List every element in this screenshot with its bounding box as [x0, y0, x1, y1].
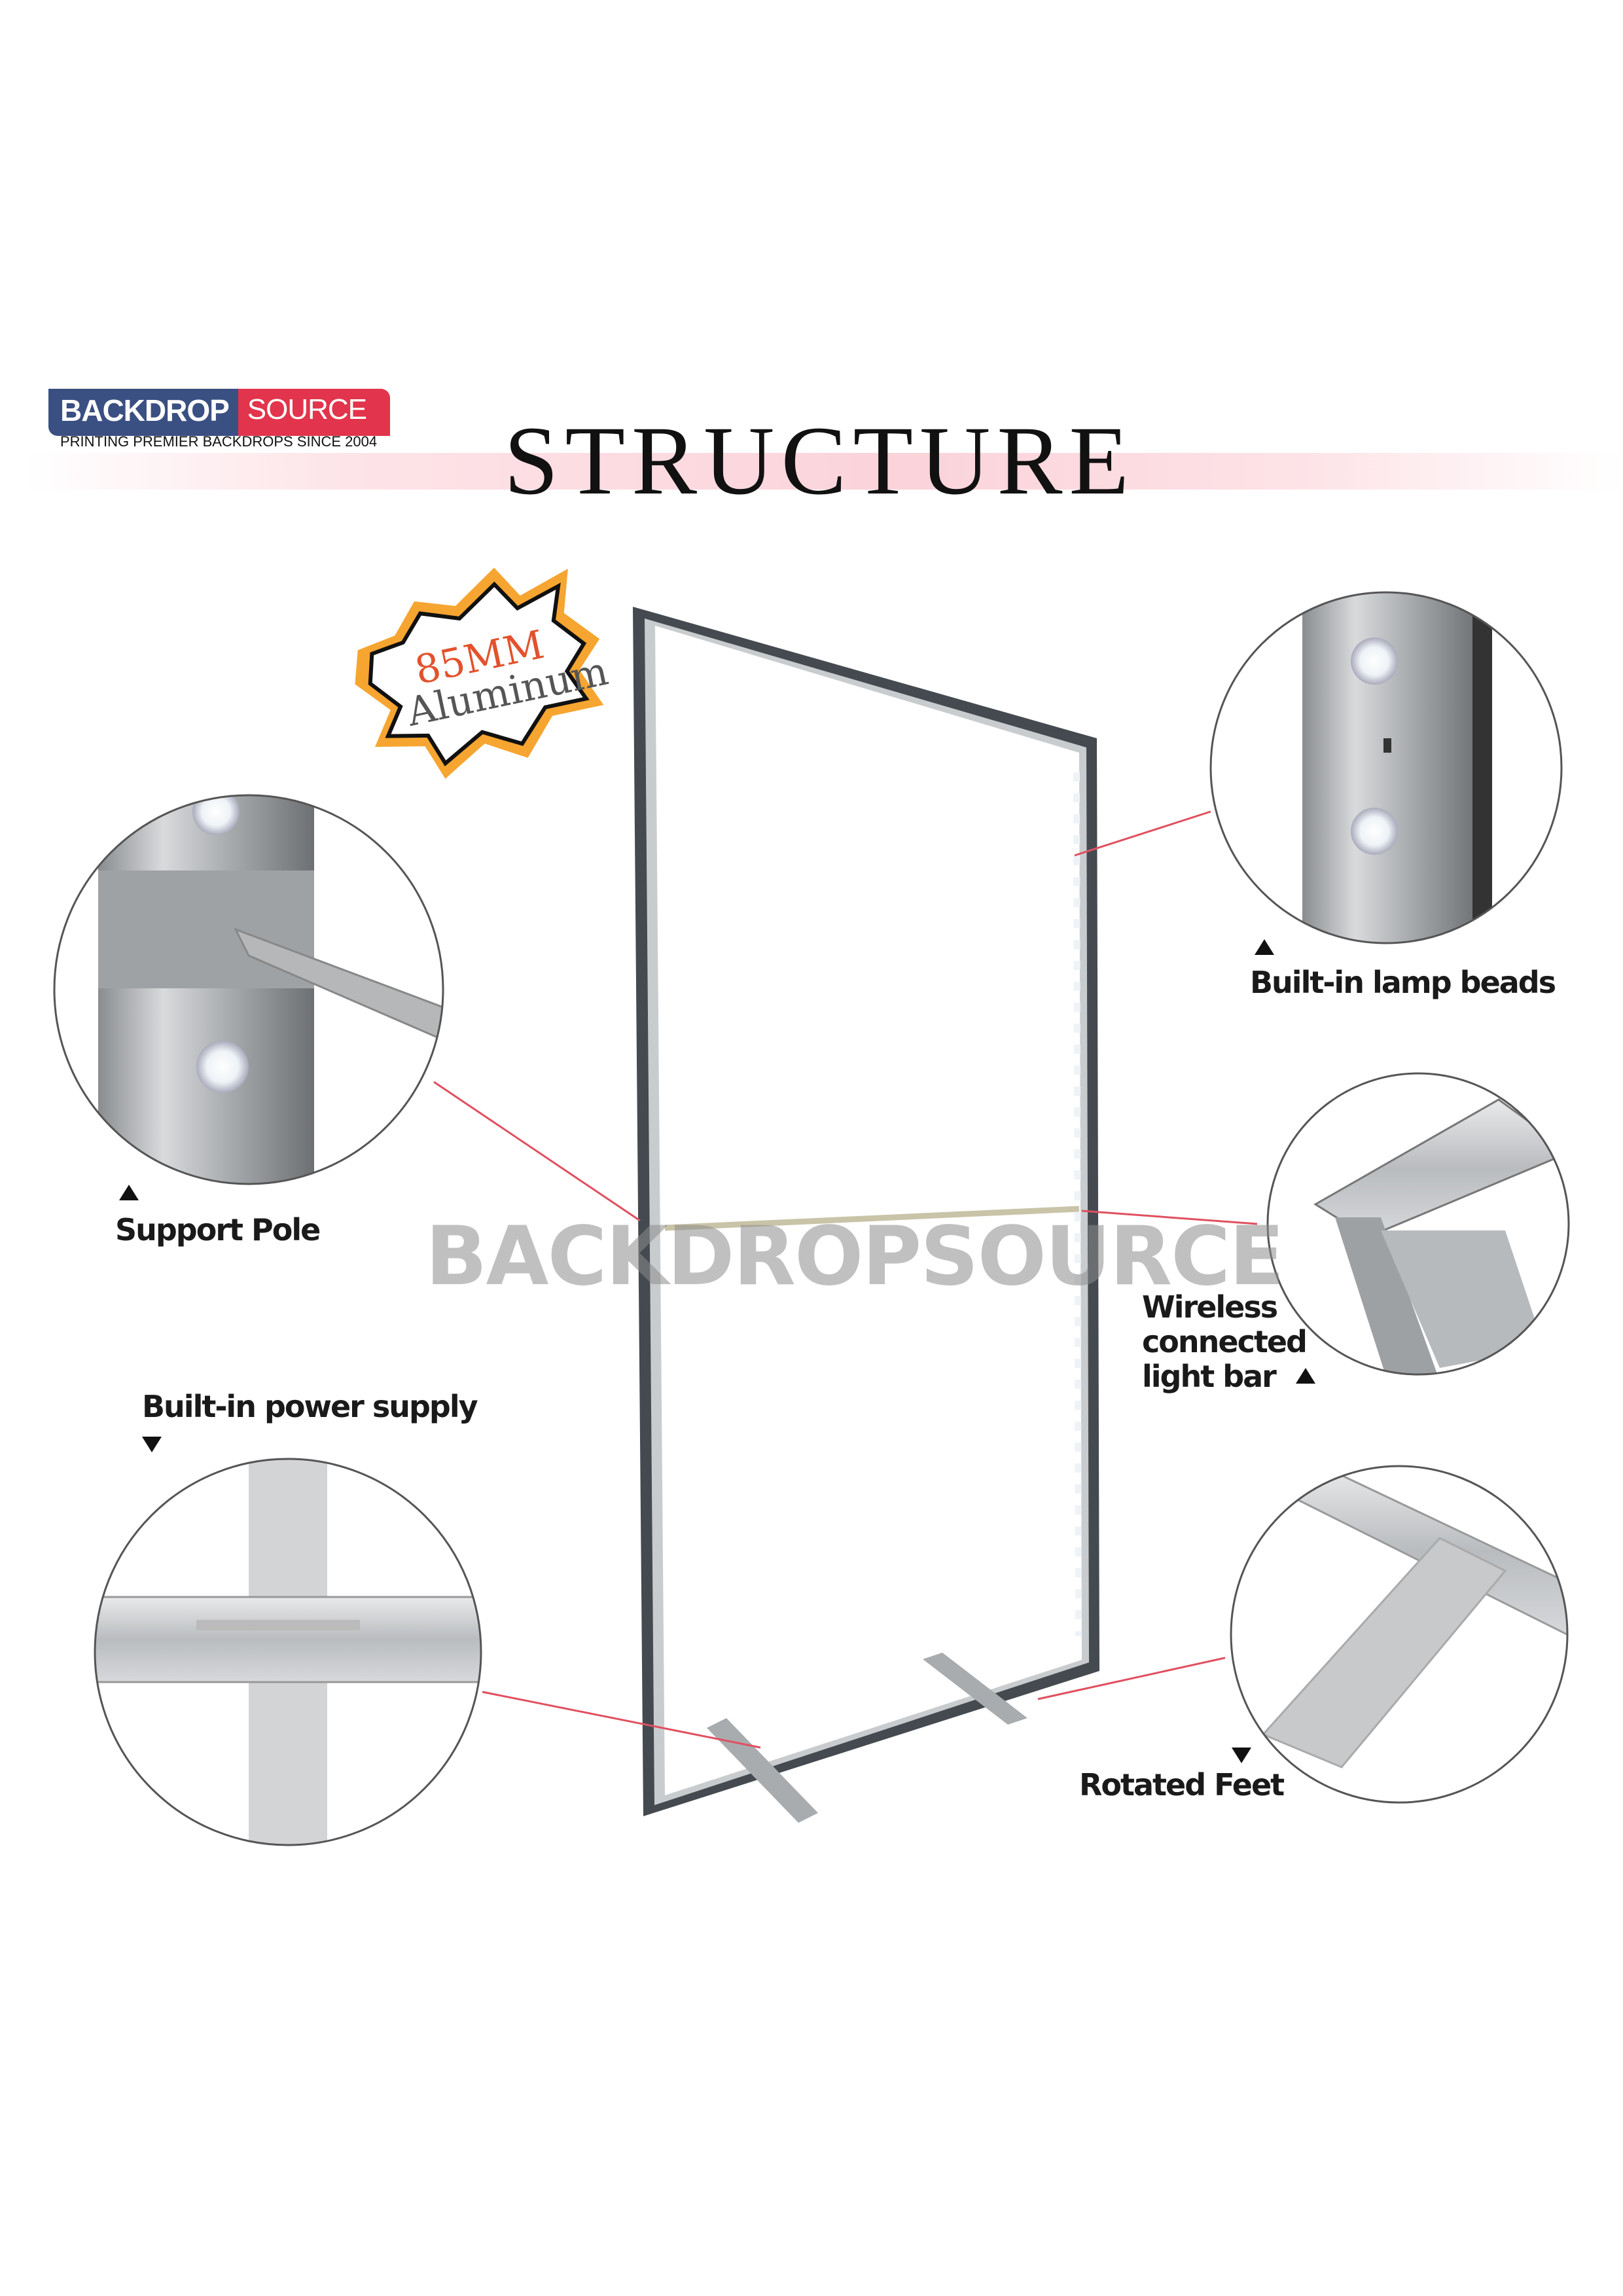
label-wireless-line-1: Wireless — [1142, 1289, 1278, 1325]
triangle-down-icon — [1232, 1748, 1251, 1763]
triangle-up-icon — [1255, 939, 1274, 955]
brand-logo: BACKDROP SOURCE — [48, 389, 390, 436]
detail-wireless-light-bar — [1266, 1072, 1570, 1376]
label-power-supply: Built-in power supply — [142, 1389, 478, 1424]
logo-word-backdrop: BACKDROP — [48, 389, 238, 436]
triangle-up-icon — [1296, 1368, 1315, 1384]
triangle-down-icon — [142, 1437, 162, 1452]
leader-lines — [433, 810, 1258, 1749]
logo-tagline: PRINTING PREMIER BACKDROPS SINCE 2004 — [60, 433, 378, 450]
label-support-pole: Support Pole — [115, 1212, 321, 1247]
detail-power-supply — [94, 1458, 482, 1846]
logo-word-source: SOURCE — [238, 389, 390, 436]
page-title: STRUCTURE — [504, 406, 1136, 515]
lightbox-frame — [633, 607, 1099, 1823]
aluminum-badge: 85MM Aluminum — [355, 567, 612, 779]
label-wireless-line-2: connected — [1142, 1324, 1308, 1359]
label-wireless-line-3: light bar — [1142, 1359, 1277, 1394]
foot-right — [923, 1653, 1027, 1725]
detail-support-pole — [53, 794, 444, 1185]
label-rotated-feet: Rotated Feet — [1079, 1767, 1285, 1803]
crossbar — [664, 1206, 1080, 1231]
triangle-up-icon — [119, 1185, 139, 1200]
foot-left — [707, 1718, 818, 1823]
detail-rotated-feet — [1230, 1465, 1569, 1804]
watermark: BACKDROPSOURCE — [425, 1210, 1285, 1304]
detail-lamp-beads — [1209, 591, 1563, 944]
label-lamp-beads: Built-in lamp beads — [1250, 965, 1556, 1000]
title-band — [26, 453, 1623, 490]
